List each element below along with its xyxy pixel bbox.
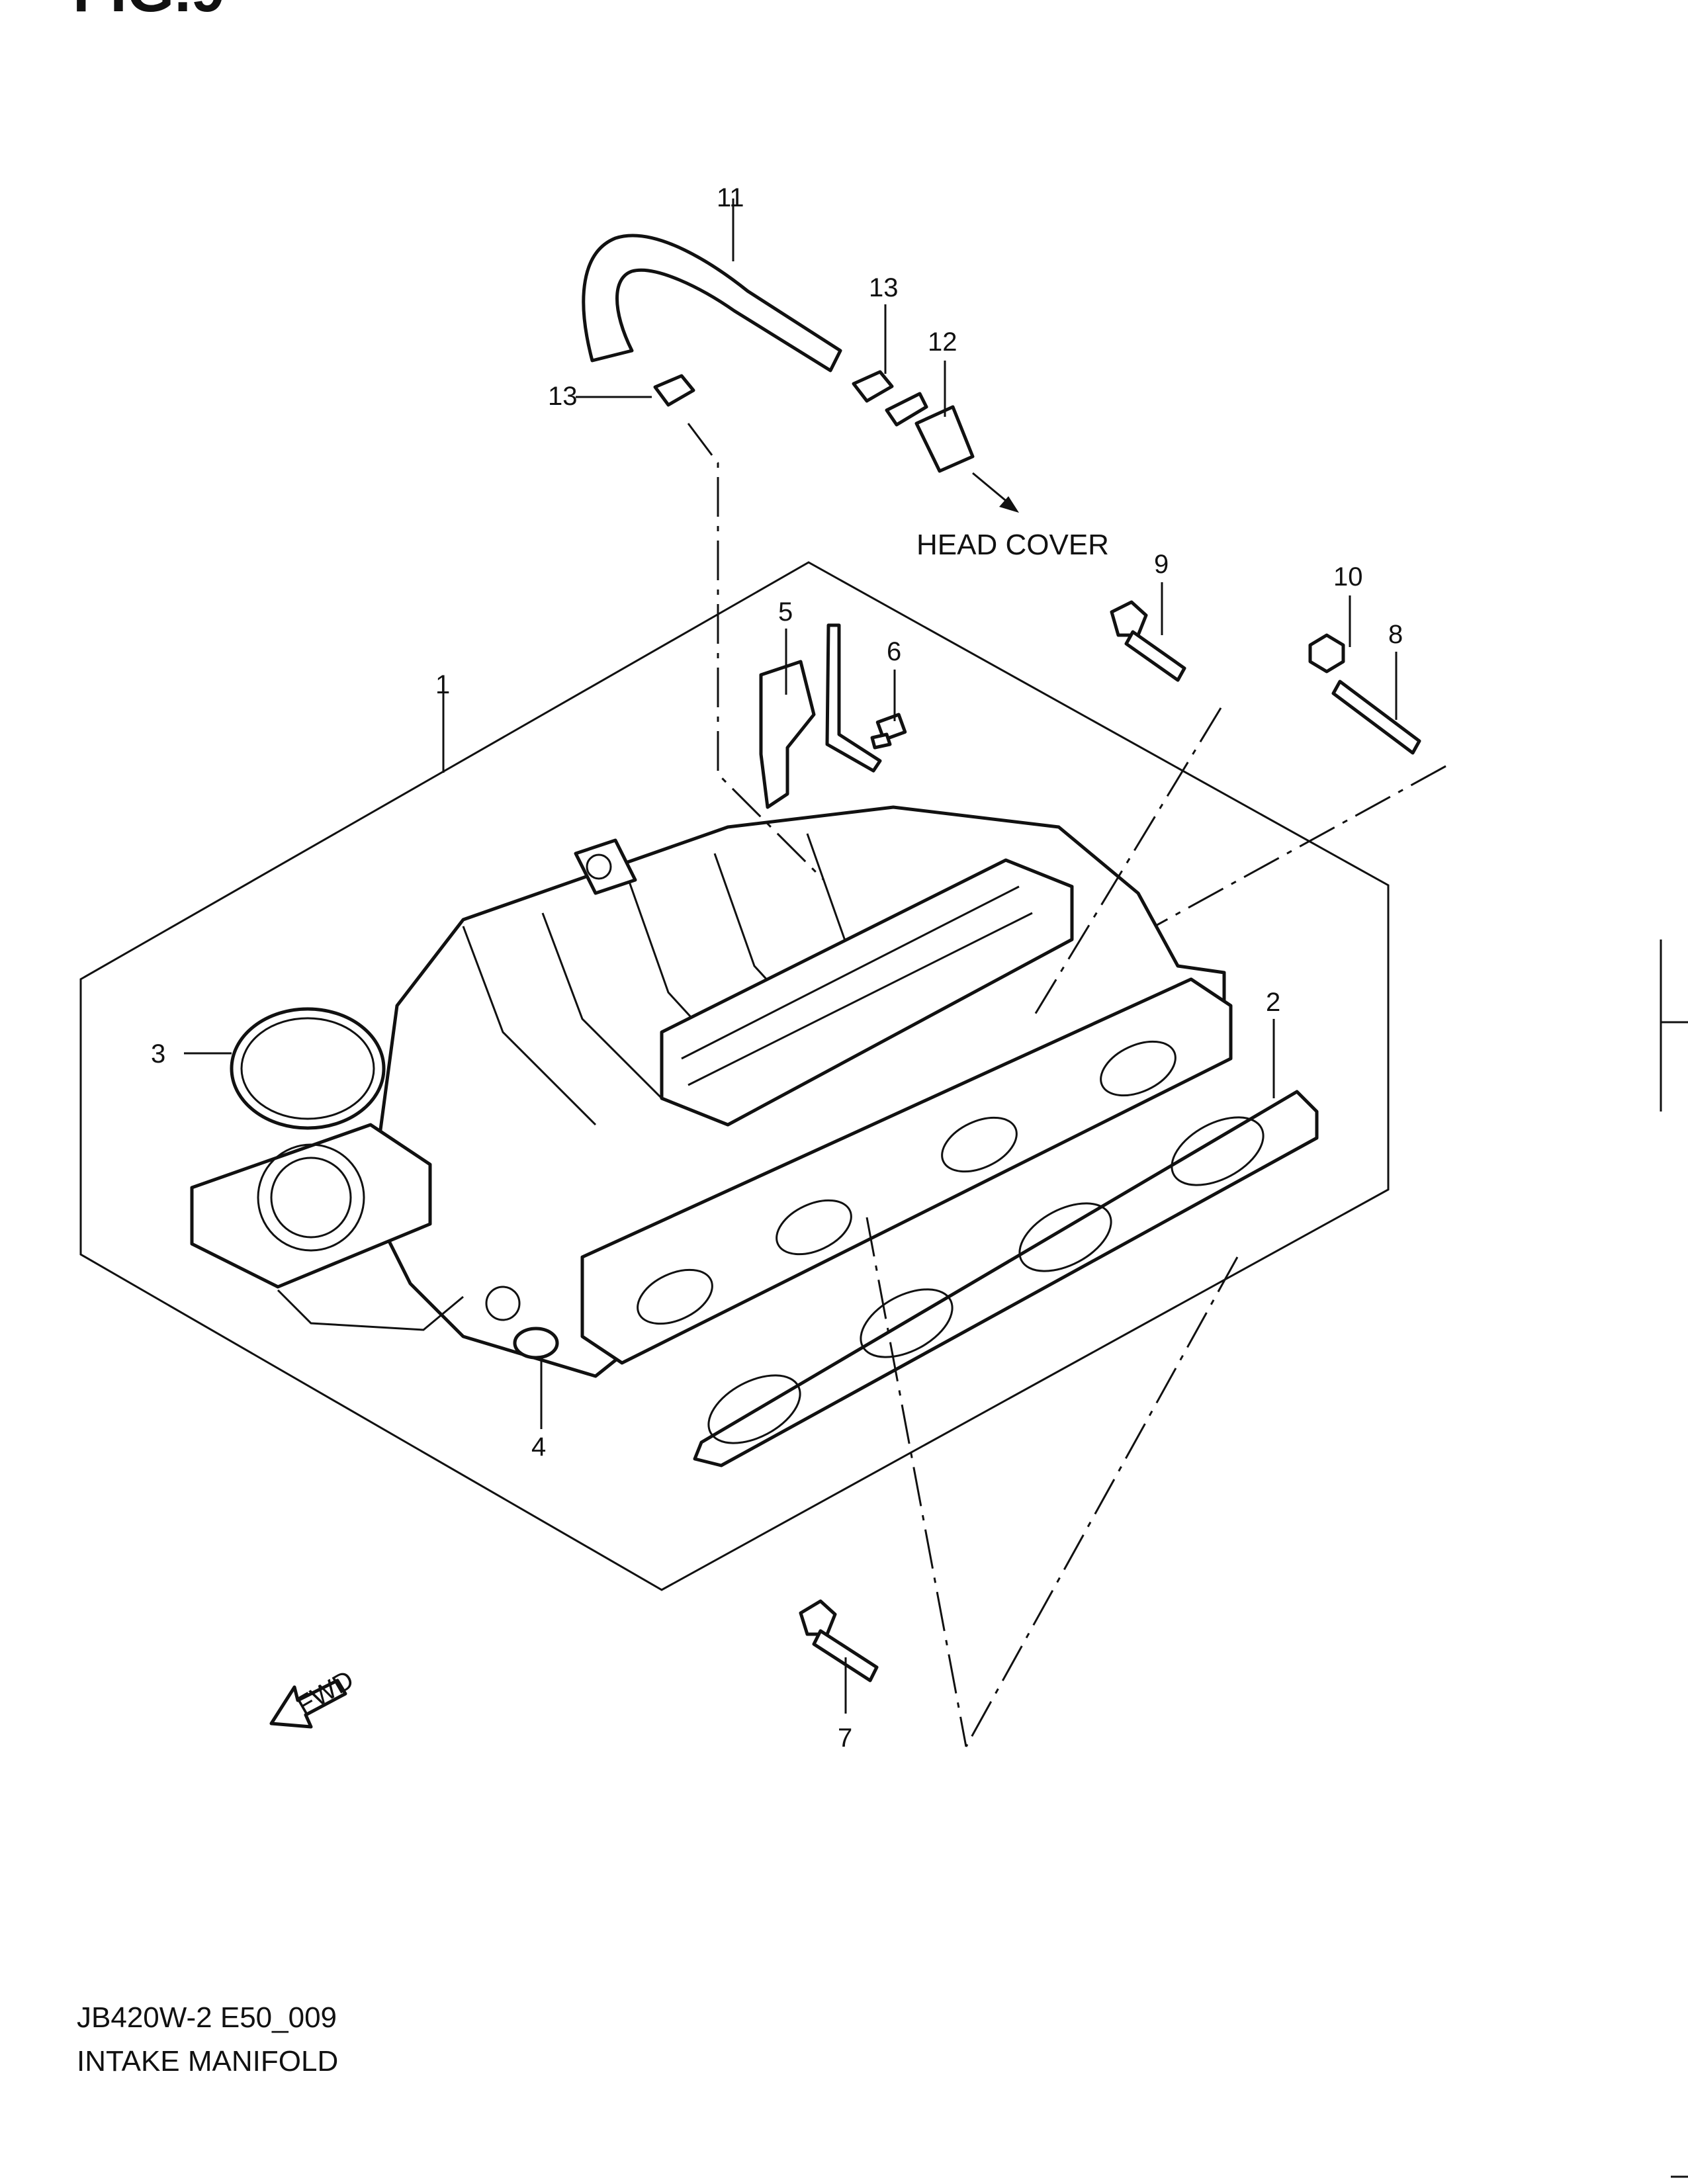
pipe-bracket — [759, 623, 882, 809]
callout-9: 9 — [1154, 550, 1169, 579]
leader-lines — [184, 198, 1398, 1714]
callout-1: 1 — [435, 670, 450, 699]
figure-title: FIG.9 — [73, 0, 225, 21]
callout-13-right: 13 — [869, 273, 899, 302]
hose-clamp-left — [653, 374, 695, 407]
assembly-line-bolt7 — [866, 1217, 1239, 1747]
small-seal — [513, 1327, 559, 1360]
assembly-line-clamp — [687, 423, 825, 881]
callout-5: 5 — [778, 597, 793, 627]
bracket-bolt — [870, 713, 907, 750]
stud-bolt — [1331, 679, 1421, 755]
head-cover-label: HEAD COVER — [916, 529, 1109, 561]
callout-4: 4 — [531, 1432, 546, 1462]
assembly-line-stud — [1154, 765, 1446, 928]
callout-10: 10 — [1333, 562, 1363, 591]
callout-12: 12 — [928, 328, 957, 357]
hex-nut — [1308, 633, 1345, 674]
hose-clamp-right — [852, 370, 894, 403]
callout-13-left: 13 — [548, 382, 578, 411]
callout-8: 8 — [1388, 620, 1403, 649]
pcv-valve — [885, 392, 975, 473]
fwd-label: FWD — [292, 1665, 359, 1720]
manifold-bolt-9 — [1110, 600, 1186, 682]
diagram-code: JB420W-2 E50_009 — [77, 2001, 337, 2034]
callout-6: 6 — [887, 637, 901, 666]
callout-3: 3 — [151, 1039, 165, 1069]
callout-2: 2 — [1266, 988, 1280, 1017]
intake-manifold — [190, 805, 1233, 1378]
callout-7: 7 — [838, 1724, 852, 1753]
throttle-o-ring — [230, 1007, 386, 1130]
assembly-outline — [79, 561, 1390, 1591]
throttle-o-ring-inner — [240, 1017, 375, 1120]
crop-mark — [1660, 939, 1688, 1112]
pcv-hose — [582, 234, 842, 372]
assembly-line-bolt9 — [1031, 707, 1222, 1020]
callout-11: 11 — [717, 183, 744, 212]
diagram-title: INTAKE MANIFOLD — [77, 2045, 339, 2077]
head-cover-arrow-head — [999, 496, 1019, 513]
manifold-bolt-7 — [799, 1599, 879, 1682]
fwd-arrow: FWD — [269, 1665, 359, 1729]
manifold-gasket — [693, 1090, 1319, 1467]
